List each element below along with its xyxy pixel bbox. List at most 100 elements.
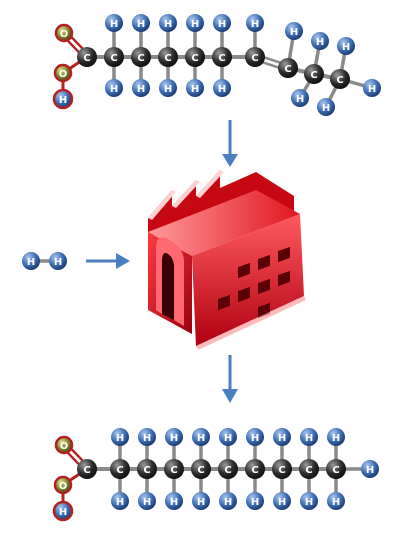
hydrogen-atom: H	[52, 88, 74, 110]
hydrogen-atom: H	[273, 428, 291, 446]
hydrogen-atom: H	[49, 252, 67, 270]
svg-text:C: C	[336, 75, 343, 86]
hydrogen-atom: H	[22, 252, 40, 270]
hydrogen-atom: H	[246, 14, 264, 32]
carbon-atom: C	[245, 47, 265, 67]
svg-text:H: H	[305, 433, 313, 444]
hydrogen-atom: H	[111, 492, 129, 510]
hydrogen-atom: H	[159, 79, 177, 97]
svg-text:H: H	[368, 84, 376, 95]
svg-text:H: H	[137, 19, 145, 30]
svg-text:C: C	[116, 465, 123, 476]
svg-text:H: H	[197, 497, 205, 508]
svg-text:C: C	[305, 465, 312, 476]
hydrogen-atom: H	[138, 492, 156, 510]
carbon-atom: C	[304, 64, 324, 84]
svg-text:O: O	[60, 29, 69, 40]
svg-text:H: H	[27, 257, 35, 268]
svg-text:H: H	[366, 465, 374, 476]
carbon-atom: C	[77, 459, 97, 479]
svg-text:H: H	[191, 84, 199, 95]
oxygen-atom: O	[53, 475, 73, 495]
svg-text:C: C	[164, 53, 171, 64]
carbon-atom: C	[110, 459, 130, 479]
hydrogen-atom: H	[165, 492, 183, 510]
svg-text:C: C	[143, 465, 150, 476]
svg-text:H: H	[197, 433, 205, 444]
hydrogen-atom: H	[111, 428, 129, 446]
svg-text:C: C	[170, 465, 177, 476]
hydrogen-atom: H	[246, 428, 264, 446]
carbon-atom: C	[191, 459, 211, 479]
svg-text:C: C	[191, 53, 198, 64]
hydrogen-atom: H	[192, 428, 210, 446]
svg-text:C: C	[197, 465, 204, 476]
hydrogen-atom: H	[361, 460, 379, 478]
hydrogen-atom: H	[285, 22, 303, 40]
svg-text:H: H	[224, 497, 232, 508]
carbon-atom: C	[164, 459, 184, 479]
factory-icon	[148, 170, 306, 350]
hydrogen-atom: H	[363, 79, 381, 97]
svg-text:C: C	[251, 465, 258, 476]
svg-text:H: H	[251, 497, 259, 508]
svg-text:H: H	[54, 257, 62, 268]
svg-text:H: H	[332, 497, 340, 508]
svg-text:C: C	[332, 465, 339, 476]
carbon-atom: C	[330, 69, 350, 89]
arrow-down-icon	[222, 355, 238, 403]
svg-text:H: H	[305, 497, 313, 508]
svg-text:H: H	[224, 433, 232, 444]
svg-text:O: O	[59, 69, 68, 80]
carbon-atom: C	[218, 459, 238, 479]
hydrogen-atom: H	[186, 14, 204, 32]
svg-text:H: H	[164, 19, 172, 30]
svg-text:H: H	[110, 19, 118, 30]
carbon-atom: C	[245, 459, 265, 479]
svg-text:H: H	[116, 433, 124, 444]
hydrogen-atom: H	[219, 428, 237, 446]
hydrogen-atom: H	[213, 14, 231, 32]
hydrogen-atom: H	[219, 492, 237, 510]
carbon-atom: C	[104, 47, 124, 67]
svg-text:O: O	[59, 481, 68, 492]
carbon-atom: C	[278, 58, 298, 78]
svg-text:H: H	[290, 27, 298, 38]
hydrogen-atom: H	[327, 428, 345, 446]
svg-text:C: C	[83, 53, 90, 64]
hydrogen-atom: H	[246, 492, 264, 510]
carbon-atom: C	[137, 459, 157, 479]
hydrogen-atom: H	[273, 492, 291, 510]
svg-text:H: H	[296, 94, 304, 105]
svg-text:H: H	[110, 84, 118, 95]
svg-text:H: H	[143, 433, 151, 444]
hydrogen-atom: H	[300, 428, 318, 446]
svg-text:H: H	[218, 84, 226, 95]
hydrogen-atom: H	[132, 14, 150, 32]
svg-text:H: H	[143, 497, 151, 508]
svg-text:H: H	[278, 497, 286, 508]
carbon-atom: C	[212, 47, 232, 67]
svg-text:H: H	[170, 433, 178, 444]
carbon-atom: C	[326, 459, 346, 479]
hydrogen-atom: H	[311, 32, 329, 50]
svg-text:H: H	[170, 497, 178, 508]
svg-text:C: C	[218, 53, 225, 64]
arrow-right-icon	[86, 253, 130, 269]
svg-text:C: C	[137, 53, 144, 64]
carbon-atom: C	[131, 47, 151, 67]
hydrogen-atom: H	[105, 79, 123, 97]
carbon-atom: C	[299, 459, 319, 479]
arrow-down-icon	[222, 120, 238, 167]
svg-text:H: H	[59, 507, 67, 518]
svg-text:H: H	[316, 37, 324, 48]
svg-text:C: C	[284, 64, 291, 75]
svg-text:C: C	[110, 53, 117, 64]
hydrogen-atom: H	[132, 79, 150, 97]
hydrogen-atom: H	[213, 79, 231, 97]
svg-text:H: H	[251, 433, 259, 444]
hydrogen-atom: H	[52, 500, 74, 522]
svg-text:C: C	[310, 70, 317, 81]
oxygen-atom: O	[54, 23, 74, 43]
